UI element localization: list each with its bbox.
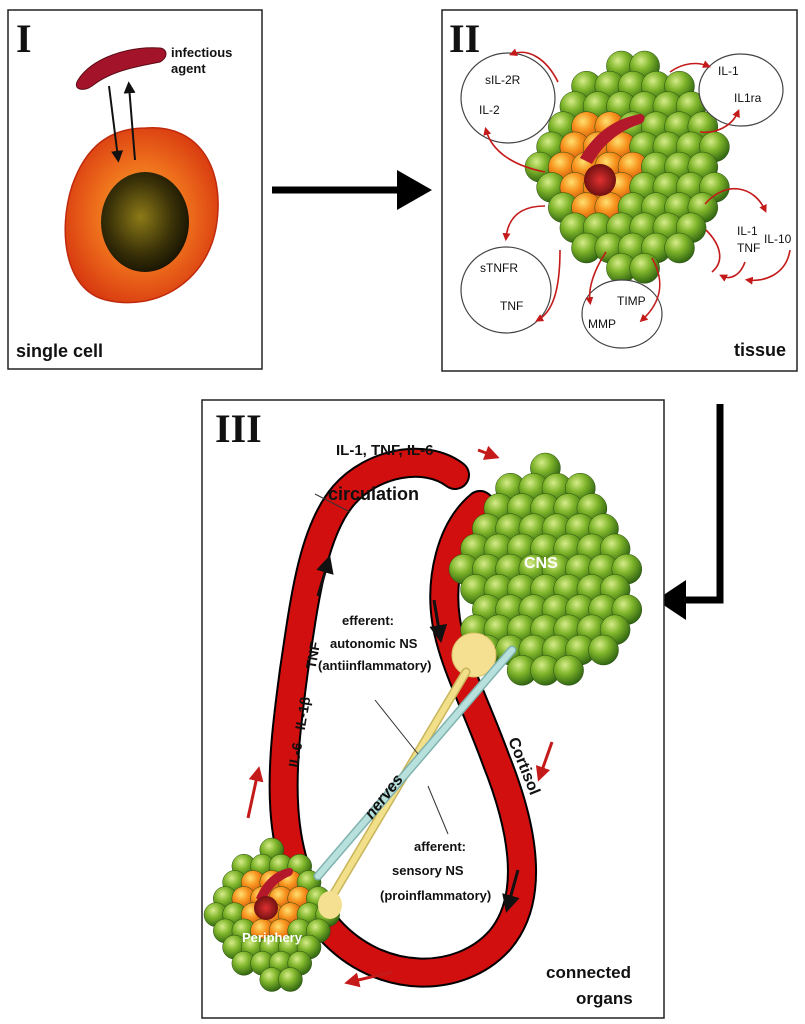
- label-il-1-right: IL-1: [737, 224, 758, 238]
- label-il-2: IL-2: [479, 103, 500, 117]
- afferent-proinflammatory-label: (proinflammatory): [380, 888, 491, 903]
- afferent-sensory-label: sensory NS: [392, 863, 464, 878]
- periphery-nerve-node: [318, 891, 342, 919]
- panel-3-numeral: III: [215, 406, 262, 451]
- cns-cell: [588, 634, 619, 666]
- label-il-1beta: IL-1β: [292, 695, 314, 731]
- periphery-cell-cluster: [203, 837, 340, 992]
- cns-nerve-node: [451, 632, 497, 678]
- periphery-infected-nucleus: [254, 896, 278, 920]
- label-il1ra: IL1ra: [734, 91, 762, 105]
- flow-arrows-red: [246, 445, 554, 988]
- label-tnf-right: TNF: [737, 241, 760, 255]
- label-mmp: MMP: [588, 317, 616, 331]
- tissue-cytokine-arrows: [483, 48, 791, 323]
- top-cytokines-label: IL-1, TNF, IL-6: [336, 442, 434, 459]
- panel-1-caption: single cell: [16, 341, 103, 361]
- label-il-6: IL-6: [285, 741, 305, 769]
- cns-cell: [553, 655, 584, 686]
- cell-nucleus: [101, 172, 189, 272]
- panel-single-cell: I infectious agent single cell: [7, 9, 263, 370]
- cns-label: CNS: [524, 555, 558, 572]
- tissue-cell: [629, 253, 660, 284]
- infected-cell-nucleus: [584, 164, 616, 196]
- panel-2-numeral: II: [449, 16, 480, 61]
- tissue-cell: [664, 232, 695, 264]
- label-stnfr: sTNFR: [480, 261, 518, 275]
- efferent-autonomic-label: autonomic NS: [330, 636, 418, 651]
- arrow-out-of-cell: [123, 81, 136, 161]
- efferent-label: efferent:: [342, 613, 394, 628]
- label-il-1-top: IL-1: [718, 64, 739, 78]
- panel-3-caption-1: connected: [546, 963, 631, 982]
- infectious-agent-label-1: infectious: [171, 45, 232, 60]
- periphery-label: Periphery: [242, 930, 303, 945]
- circle-timp-mmp: [581, 279, 663, 349]
- infectious-agent-label-2: agent: [171, 61, 206, 76]
- flow-arrows-black: [316, 555, 520, 913]
- panel-tissue: II sIL-2R IL-2 IL-1 IL1ra sTNFR TNF TIMP…: [441, 9, 798, 372]
- afferent-leader-line: [427, 785, 449, 835]
- circulation-leader-line: [314, 493, 351, 513]
- infectious-agent: [76, 47, 167, 90]
- periphery-infectious-agent: [256, 868, 293, 904]
- panel-1-numeral: I: [16, 16, 32, 61]
- label-timp: TIMP: [617, 294, 646, 308]
- circulation-label: circulation: [328, 484, 419, 504]
- panel-3-caption-2: organs: [576, 989, 633, 1008]
- tissue-infectious-agent: [580, 114, 645, 164]
- circle-il1-il1ra: [698, 53, 784, 127]
- periphery-cell: [278, 967, 303, 992]
- efferent-antiinflammatory-label: (antiinflammatory): [318, 658, 431, 673]
- label-sil-2r: sIL-2R: [485, 73, 521, 87]
- label-tnf-vessel: TNF: [303, 640, 324, 670]
- tissue-cell-cluster: [524, 50, 730, 284]
- vessel-cytokines-left: IL-6 IL-1β TNF: [285, 640, 323, 769]
- circle-stnfr-tnf: [460, 246, 552, 334]
- label-il-10: IL-10: [764, 232, 792, 246]
- efferent-leader-line: [374, 699, 419, 755]
- afferent-nerve: [315, 647, 515, 879]
- circle-sil2r-il2: [460, 52, 556, 144]
- panel-2-caption: tissue: [734, 340, 786, 360]
- arrow-panel1-to-panel2: [272, 170, 432, 210]
- arrow-into-cell: [108, 85, 124, 163]
- label-tnf-circle: TNF: [500, 299, 523, 313]
- panel-connected-organs: III CNS Periphery circulation IL-1, TNF,…: [201, 399, 665, 1019]
- arrow-panel2-to-panel3: [656, 404, 724, 620]
- afferent-label: afferent:: [414, 839, 466, 854]
